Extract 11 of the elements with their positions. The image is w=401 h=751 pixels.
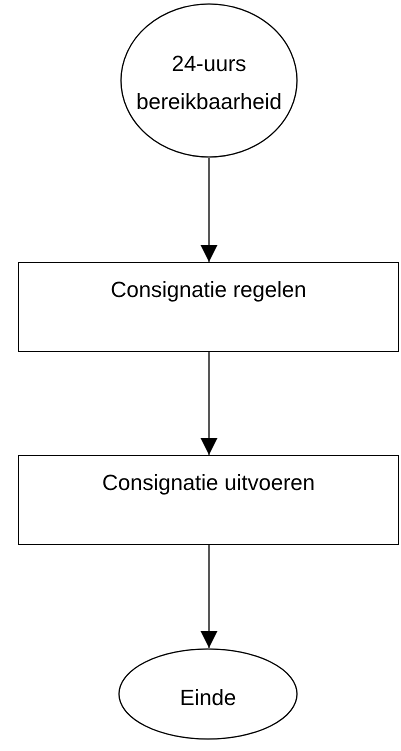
node-label: Consignatie regelen <box>110 276 306 304</box>
process-box <box>18 455 399 545</box>
arrow <box>200 352 218 455</box>
terminal-ellipse <box>120 3 298 158</box>
terminal-ellipse <box>118 648 298 740</box>
node-label: Consignatie uitvoeren <box>102 469 315 497</box>
node-label: 24-uurs bereikbaarheid <box>135 50 283 116</box>
process-box <box>18 262 399 352</box>
node-label: Einde <box>180 684 236 712</box>
arrow <box>200 545 218 648</box>
arrow <box>200 158 218 262</box>
